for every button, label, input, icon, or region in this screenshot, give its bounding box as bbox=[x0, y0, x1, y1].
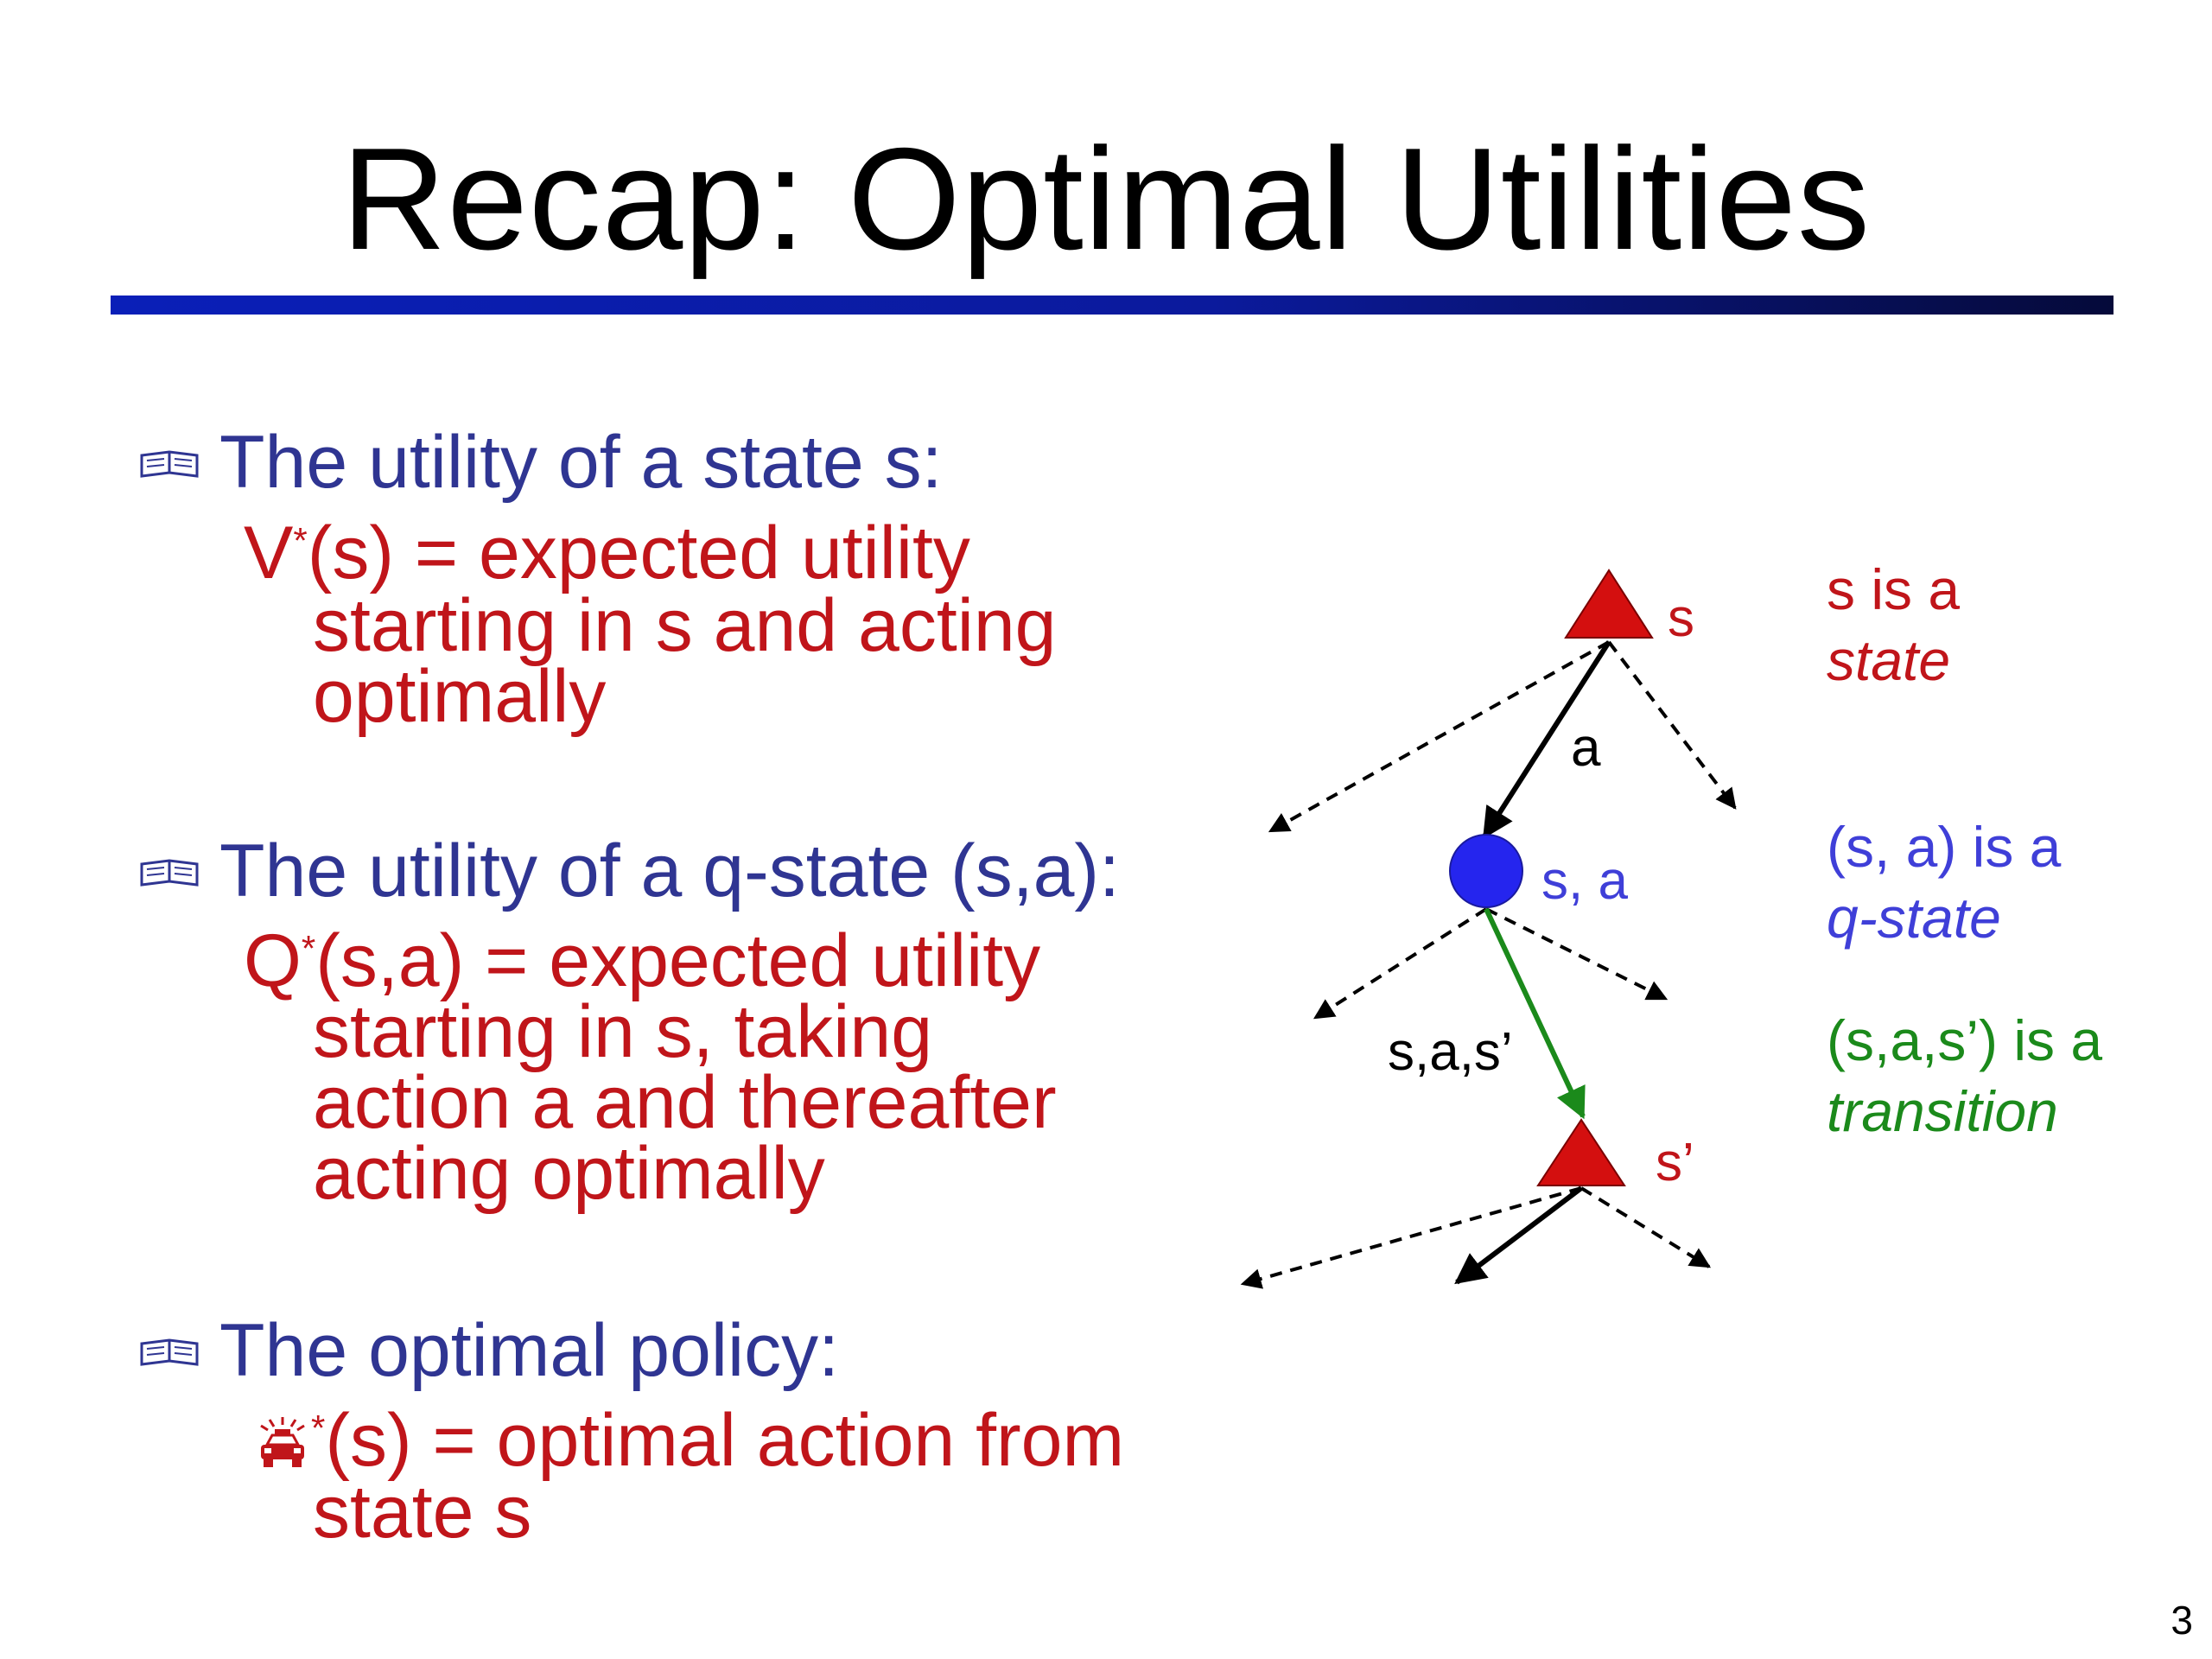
dashed-transition-edge-right bbox=[1485, 907, 1669, 1001]
legend-transition-line2: transition bbox=[1827, 1079, 2058, 1143]
qstate-node-circle bbox=[1449, 834, 1523, 908]
legend-qstate-line2: q-state bbox=[1827, 886, 2001, 950]
transition-edge bbox=[1484, 907, 1586, 1120]
bullet-optimal-policy: The optimal policy: bbox=[138, 1309, 839, 1392]
action-edge-a bbox=[1482, 640, 1611, 840]
definition-line: acting optimally bbox=[313, 1132, 825, 1215]
next-state-node-triangle bbox=[1536, 1118, 1626, 1186]
def-text: (s) = optimal action from bbox=[325, 1399, 1125, 1482]
definition-state-utility: V*(s) = expected utility bbox=[244, 516, 970, 590]
bullet-text: The optimal policy: bbox=[219, 1309, 839, 1392]
state-node-triangle bbox=[1564, 569, 1654, 639]
definition-line: state s bbox=[313, 1471, 532, 1554]
next-action-edge bbox=[1454, 1185, 1583, 1285]
definition-line: optimally bbox=[313, 655, 607, 738]
def-text: (s,a) = expected utility bbox=[315, 919, 1041, 1002]
def-superscript: * bbox=[311, 1408, 326, 1448]
action-edge-label: a bbox=[1571, 718, 1601, 778]
bullet-qstate-utility: The utility of a q-state (s,a): bbox=[138, 830, 1120, 912]
book-icon bbox=[140, 1338, 199, 1366]
dashed-action-edge-right bbox=[1607, 640, 1737, 810]
book-icon bbox=[140, 859, 199, 887]
def-text: (s) = expected utility bbox=[307, 512, 970, 594]
definition-optimal-policy: *(s) = optimal action from bbox=[256, 1403, 1124, 1478]
def-symbol: V bbox=[244, 512, 294, 594]
def-superscript: * bbox=[293, 520, 308, 561]
book-icon bbox=[140, 450, 199, 478]
legend-state-line1: s is a bbox=[1827, 557, 1961, 621]
state-node-label: s bbox=[1668, 588, 1694, 648]
legend-qstate-line1: (s, a) is a bbox=[1827, 815, 2062, 879]
bullet-text: The utility of a state s: bbox=[219, 421, 943, 504]
definition-line: action a and thereafter bbox=[313, 1061, 1057, 1144]
definition-line: starting in s and acting bbox=[313, 584, 1057, 667]
dashed-action-edge-left bbox=[1268, 640, 1610, 833]
dashed-transition-edge-left bbox=[1313, 907, 1488, 1020]
definition-qstate-utility: Q*(s,a) = expected utility bbox=[244, 924, 1040, 998]
transition-edge-label: s,a,s’ bbox=[1388, 1022, 1513, 1082]
dashed-next-edge-left bbox=[1240, 1186, 1582, 1289]
next-state-node-label: s’ bbox=[1656, 1133, 1694, 1192]
bullet-state-utility: The utility of a state s: bbox=[138, 421, 942, 504]
title-underline bbox=[111, 296, 2113, 315]
def-symbol: Q bbox=[244, 919, 302, 1002]
legend-state-line2: state bbox=[1827, 628, 1951, 692]
slide-title: Recap: Optimal Utilities bbox=[341, 118, 1871, 280]
def-superscript: * bbox=[301, 928, 316, 969]
bullet-text: The utility of a q-state (s,a): bbox=[219, 830, 1120, 912]
police-car-icon bbox=[260, 1417, 305, 1467]
dashed-next-edge-right bbox=[1580, 1186, 1712, 1268]
qstate-node-label: s, a bbox=[1541, 851, 1628, 911]
page-number: 3 bbox=[2171, 1598, 2193, 1643]
legend-transition-line1: (s,a,s’) is a bbox=[1827, 1008, 2103, 1072]
definition-line: starting in s, taking bbox=[313, 990, 933, 1073]
